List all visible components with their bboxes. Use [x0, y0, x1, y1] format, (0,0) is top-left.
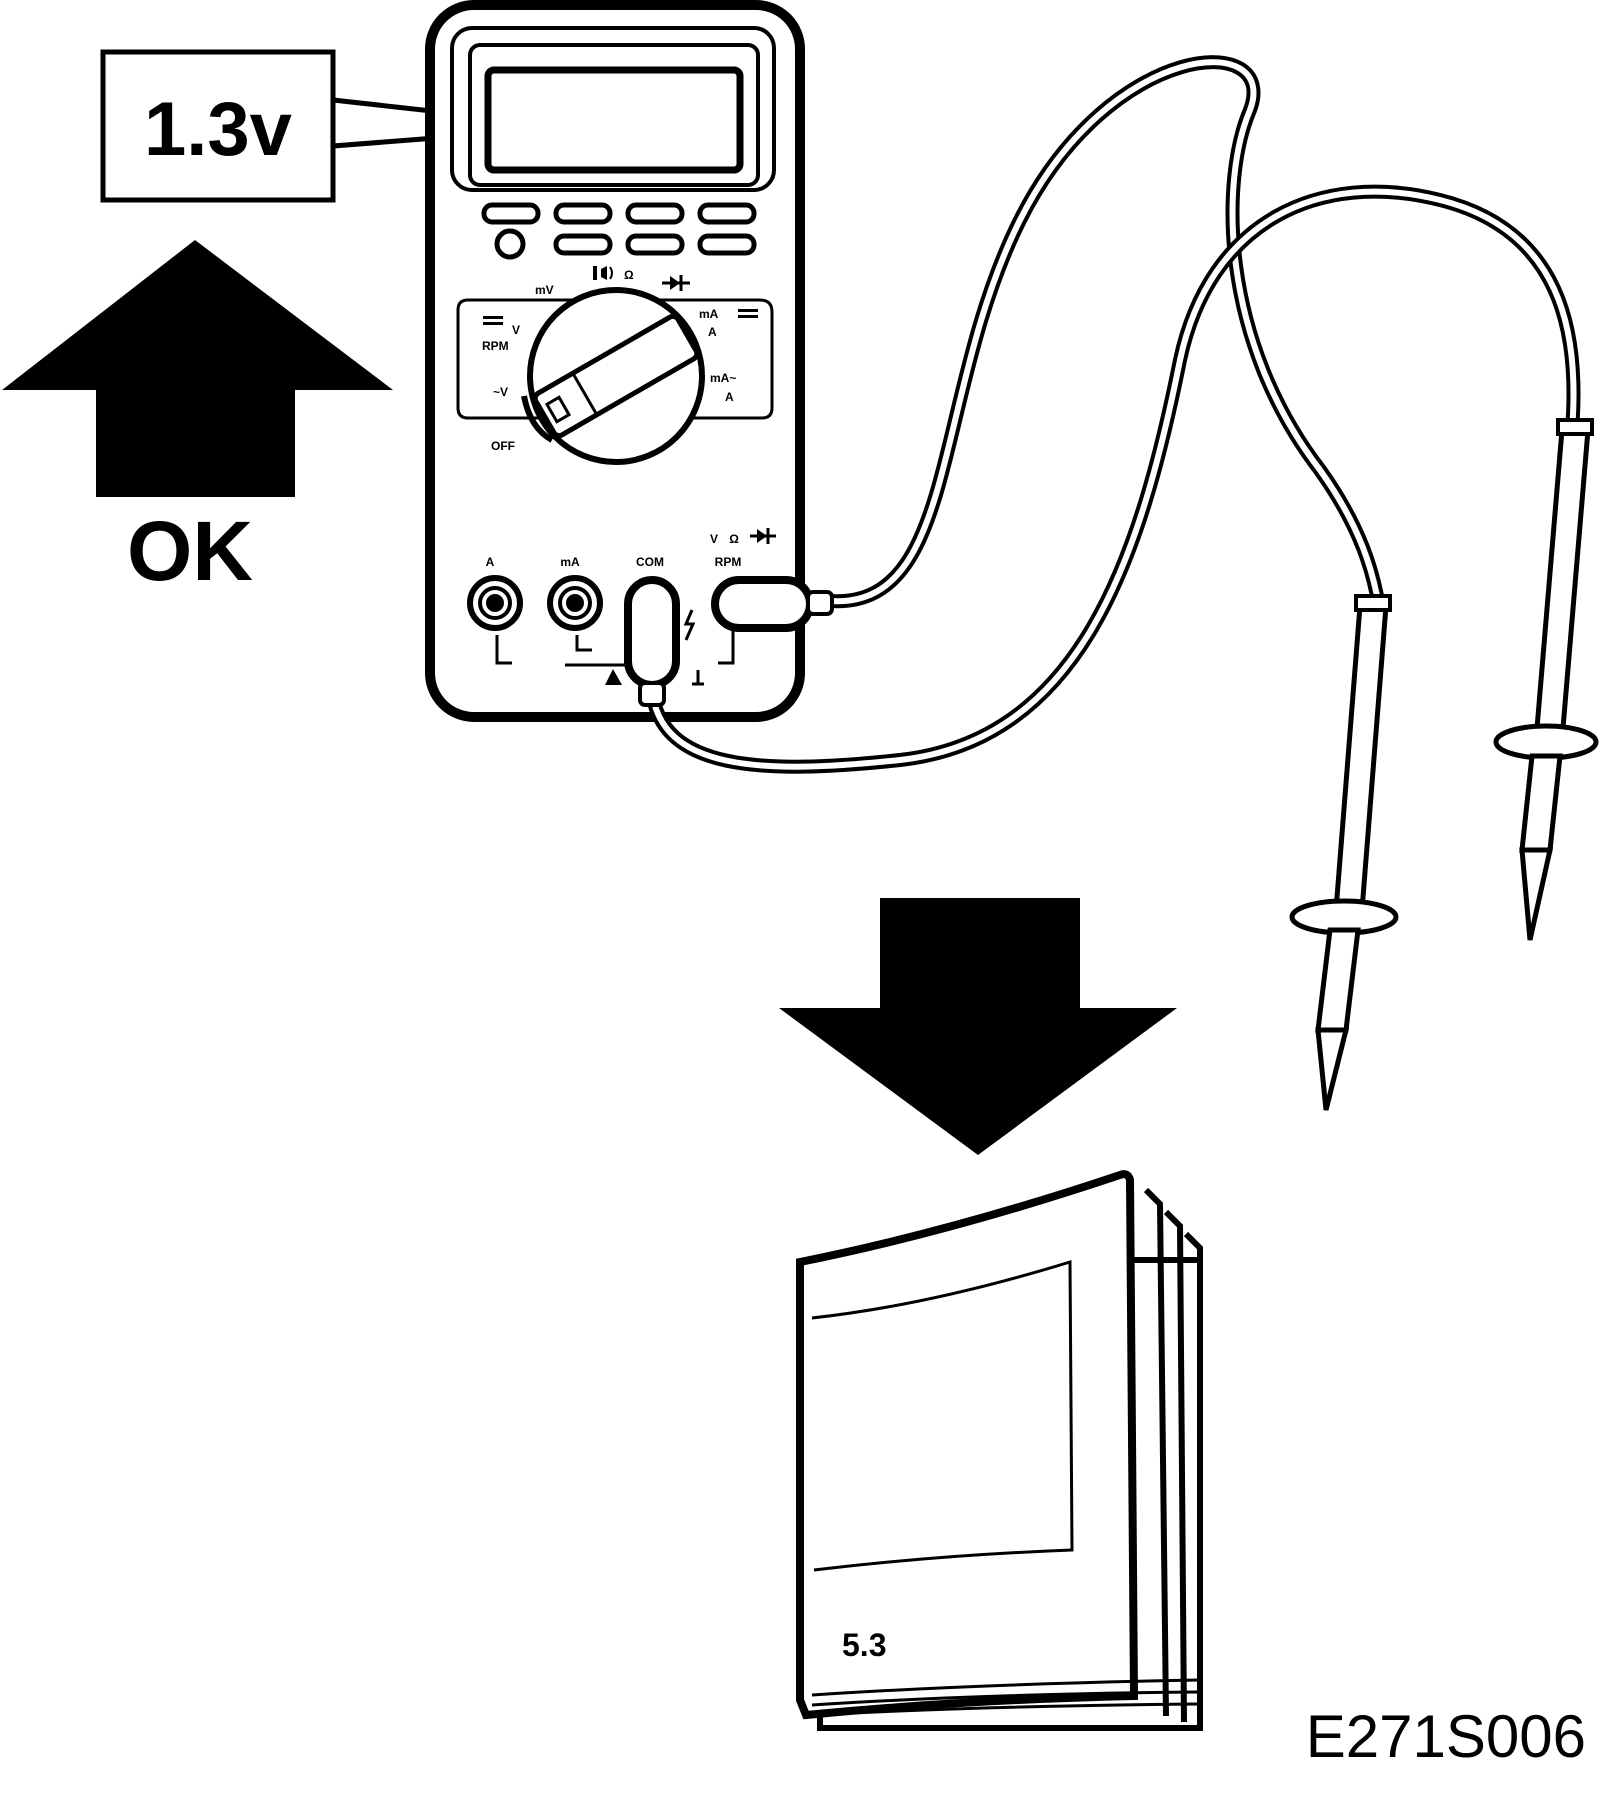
dial-label-ac-v: ~V: [493, 385, 508, 399]
ok-up-arrow: OK: [2, 240, 393, 598]
socket-label-ohm: Ω: [729, 532, 739, 546]
continuity-icon: [593, 266, 613, 280]
socket-ma: [547, 575, 603, 631]
dial-label-off: OFF: [491, 439, 515, 453]
down-arrow: [779, 898, 1177, 1155]
rotary-dial: [521, 287, 705, 465]
socket-a: [467, 575, 523, 631]
dial-label-a-dc: A: [708, 325, 717, 339]
dial-label-mv: mV: [535, 283, 554, 297]
readout-value: 1.3v: [144, 87, 292, 172]
dc-symbol-icon-right: [738, 309, 758, 318]
probe-left: [1289, 594, 1399, 1111]
socket-label-com: COM: [636, 555, 664, 569]
red-lead-plug: [711, 576, 834, 632]
socket-label-v: V: [710, 532, 718, 546]
diode-icon: [662, 275, 690, 291]
round-button: [494, 228, 526, 260]
lcd-screen: [484, 66, 744, 174]
dial-label-ohm: Ω: [624, 268, 634, 282]
ok-label: OK: [127, 504, 253, 598]
warning-triangle-icon: [605, 669, 622, 685]
dial-label-ma-ac: mA~: [710, 371, 736, 385]
fuse-icon: [692, 670, 704, 686]
keypad: [481, 202, 757, 260]
dial-label-a-ac: A: [725, 390, 734, 404]
black-lead-plug: [624, 576, 680, 707]
diode-icon-socket: [750, 528, 776, 544]
figure-code: E271S006: [1306, 1703, 1586, 1770]
socket-label-ma: mA: [560, 555, 580, 569]
dial-label-ma-dc: mA: [699, 307, 719, 321]
dial-label-rpm: RPM: [482, 339, 509, 353]
socket-label-rpm: RPM: [715, 555, 742, 569]
multimeter: mV Ω V RPM mA A ~V: [425, 0, 805, 722]
socket-label-a: A: [486, 555, 495, 569]
probe-right: [1493, 418, 1599, 941]
dc-symbol-icon: [483, 316, 503, 325]
dial-label-dc-v: V: [512, 323, 520, 337]
dial-labels: mV Ω V RPM mA A ~V: [482, 266, 758, 453]
booklet-label: 5.3: [842, 1627, 886, 1663]
test-leads: [645, 55, 1581, 774]
socket-labels: A mA COM V Ω RPM: [486, 528, 776, 569]
lightning-icon: [683, 609, 696, 641]
manual-booklet: 5.3: [796, 1170, 1203, 1731]
